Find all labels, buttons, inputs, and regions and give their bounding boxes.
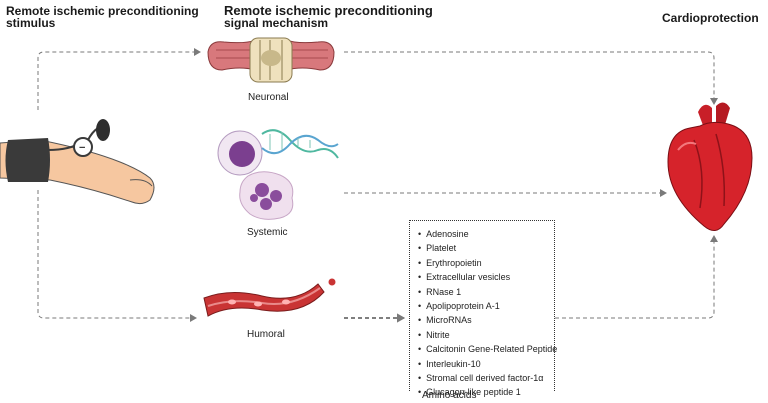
factor-item: Calcitonin Gene-Related Peptide [418,342,557,356]
humoral-factors-box: Adenosine Platelet Erythropoietin Extrac… [409,220,557,397]
mechanism-header-line2: signal mechanism [224,16,329,30]
stimulus-header-line1: Remote ischemic preconditioning [6,4,199,18]
factor-item: Glucagon-like peptide 1 [418,385,554,399]
factor-item: Erythropoietin [418,256,554,270]
stimulus-header-line2: stimulus [6,16,56,30]
factor-item: Interleukin-10 [418,357,554,371]
humoral-label: Humoral [247,329,285,340]
heart-icon [667,102,753,231]
arrow-stimulus-to-neuronal [37,48,201,110]
arm-with-cuff-icon: − [0,119,155,205]
arrow-stimulus-to-humoral [37,190,197,322]
factor-item-amino-acids: Amino acids [422,390,477,401]
dna-icon [261,129,339,159]
arrow-neuronal-to-heart [344,51,718,105]
factor-item: RNase 1 [418,285,554,299]
factor-item: Adenosine [418,227,554,241]
stimulus-header: Remote ischemic preconditioning stimulus [6,5,199,29]
factor-item: Nitrite [418,328,554,342]
spinal-cord-icon [207,37,335,83]
factor-item: MicroRNAs [418,313,554,327]
outcome-header: Cardioprotection [662,11,759,25]
humoral-factors-list: Adenosine Platelet Erythropoietin Extrac… [410,221,557,400]
factor-item: Extracellular vesicles [418,270,554,284]
factor-item: Apolipoprotein A-1 [418,299,554,313]
systemic-label: Systemic [247,227,288,238]
blood-cells-icon [217,130,294,220]
neuronal-label: Neuronal [248,92,289,103]
factor-item: Stromal cell derived factor-1α [418,371,554,385]
factor-item: Platelet [418,241,554,255]
mechanism-header-line1: Remote ischemic preconditioning [224,3,433,18]
blood-vessel-icon [203,278,336,317]
arrow-box-to-heart [555,235,718,319]
mechanism-header: Remote ischemic preconditioning signal m… [224,4,433,30]
connector-arrows [37,48,718,322]
svg-text:−: − [79,142,85,154]
